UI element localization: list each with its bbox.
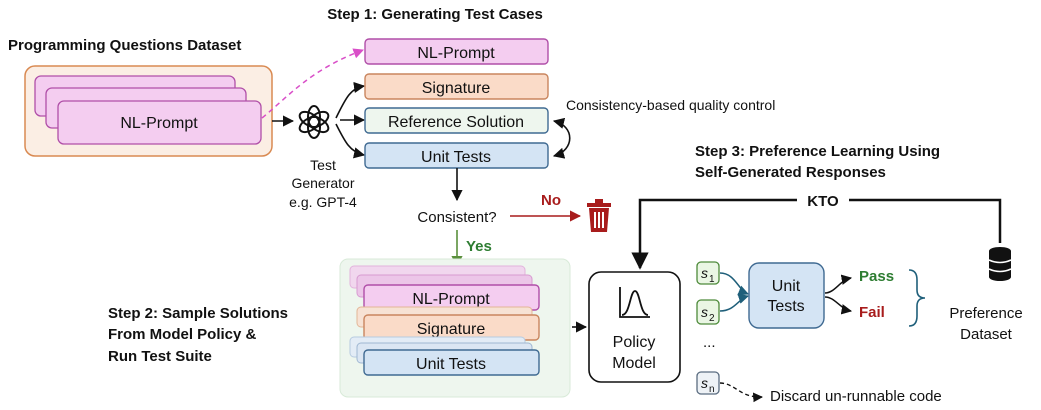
dataset-card-front (57, 100, 262, 145)
sample-sn-label: s (701, 375, 708, 391)
sample-s1-box (696, 261, 720, 285)
step2-title-line3: Run Test Suite (108, 348, 212, 365)
pass-label: Pass (859, 268, 894, 285)
policy-model-line1: Policy (613, 334, 656, 351)
sample-s1-sub: 1 (709, 274, 715, 285)
step3-unit-tests-line2: Tests (767, 298, 804, 315)
no-label: No (541, 192, 561, 209)
distribution-icon (619, 287, 650, 318)
sample-ellipsis: ... (703, 334, 716, 351)
step3-unit-tests-box (748, 262, 825, 329)
generator-label-line2: Generator (291, 175, 354, 191)
stack-unittests-label: Unit Tests (416, 356, 486, 373)
signature-label: Signature (422, 80, 491, 97)
results-brace (908, 269, 926, 327)
reference-solution-label: Reference Solution (388, 114, 524, 131)
policy-model-box (588, 271, 681, 383)
dataset-title: Programming Questions Dataset (8, 37, 241, 54)
sample-sn-sub: n (709, 384, 715, 395)
openai-icon (298, 105, 330, 139)
stack-signature-label: Signature (417, 321, 486, 338)
yes-label: Yes (466, 238, 492, 255)
sample-s1-label: s (701, 265, 708, 281)
generator-label-line1: Test (310, 157, 336, 173)
nlprompt-label: NL-Prompt (417, 45, 495, 62)
stack-unittests-box (363, 349, 540, 376)
to-pass-arrow (824, 274, 853, 294)
dataset-card-label: NL-Prompt (120, 115, 198, 132)
step3-unit-tests-line1: Unit (772, 278, 801, 295)
signature-box (364, 73, 549, 100)
discard-arrow (719, 382, 763, 403)
quality-control-label: Consistency-based quality control (566, 97, 775, 113)
sample-s2-label: s (701, 304, 708, 320)
discard-label: Discard un-runnable code (770, 388, 942, 405)
sample-sn-box (696, 371, 720, 395)
preference-dataset-line1: Preference (949, 305, 1022, 322)
database-icon (988, 247, 1012, 281)
kto-label-bg (797, 190, 849, 210)
step3-title-line1: Step 3: Preference Learning Using (695, 143, 940, 160)
step2-title-line2: From Model Policy & (108, 326, 257, 343)
dataset-to-nlprompt-arrow (261, 48, 364, 119)
fail-label: Fail (859, 304, 885, 321)
policy-model-line2: Model (612, 355, 656, 372)
kto-label: KTO (807, 193, 839, 210)
stack-nlprompt-label: NL-Prompt (412, 291, 490, 308)
preference-dataset-line2: Dataset (960, 326, 1013, 343)
step2-title-line1: Step 2: Sample Solutions (108, 305, 288, 322)
generator-to-unittests-arrow (335, 123, 366, 159)
consistent-question: Consistent? (417, 209, 496, 226)
step3-title-line2: Self-Generated Responses (695, 164, 886, 181)
unit-tests-label: Unit Tests (421, 149, 491, 166)
sample-s2-box (696, 299, 720, 325)
trash-icon (587, 199, 611, 232)
s1-to-tests-arrow (719, 272, 749, 296)
kto-feedback-arrow (631, 198, 1002, 270)
generator-to-signature-arrow (335, 81, 366, 119)
sample-s2-sub: 2 (709, 313, 715, 324)
consistency-arrow (552, 117, 571, 159)
s2-to-tests-arrow (719, 293, 750, 312)
to-fail-arrow (824, 296, 853, 315)
reference-solution-box (364, 107, 549, 134)
step1-title: Step 1: Generating Test Cases (327, 6, 543, 23)
generator-label-line3: e.g. GPT-4 (289, 194, 357, 210)
nlprompt-box (364, 38, 549, 65)
